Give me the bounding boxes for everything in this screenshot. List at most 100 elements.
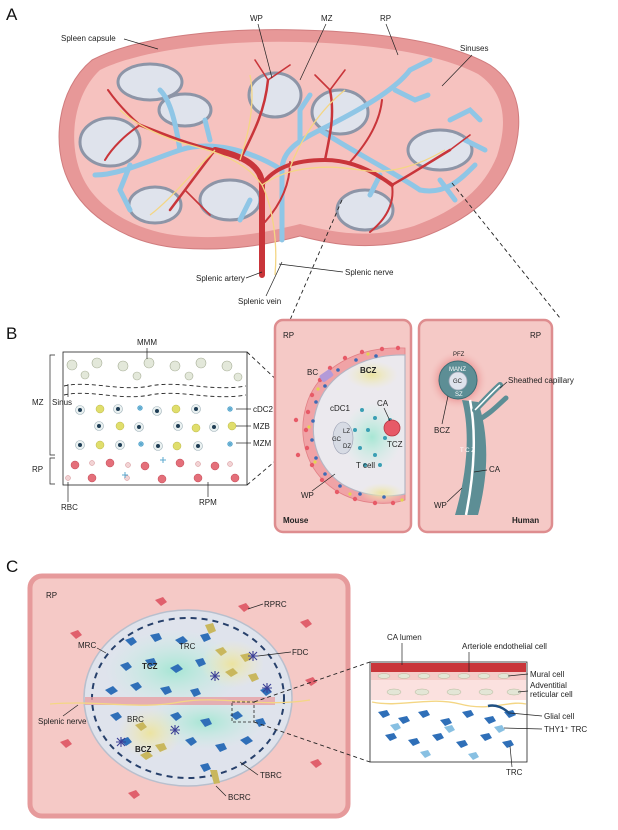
panel-a-letter: A [6, 5, 18, 24]
zoom-line-b1 [246, 351, 301, 403]
sz-label: SZ [455, 392, 463, 398]
panel-c-bcz-label: BCZ [135, 745, 152, 754]
human-tcz-sheath [455, 400, 487, 515]
splenic-nerve-label-a: Splenic nerve [345, 268, 394, 277]
brc-label: BRC [127, 715, 144, 724]
mz-label-a: MZ [321, 14, 333, 23]
mrc-label: MRC [78, 641, 96, 650]
human-bcz-label: BCZ [434, 426, 450, 435]
splenic-nerve-fibers [119, 74, 446, 276]
human-ca-label: CA [489, 465, 501, 474]
rprc-label: RPRC [264, 600, 287, 609]
white-pulp-nodules [78, 62, 474, 232]
splenic-artery-label: Splenic artery [196, 274, 245, 283]
mouse-ca-label: CA [377, 399, 389, 408]
mz-cells [75, 404, 237, 451]
sheathed-leader [499, 381, 508, 389]
inset-trc-leader [509, 745, 513, 768]
thy1-leader [503, 727, 543, 730]
splenic-vein-leader [265, 261, 283, 297]
tcell-label: T cell [356, 461, 375, 470]
cdc1-label: cDC1 [330, 404, 351, 413]
panel-c-fdc-cells [116, 651, 272, 747]
human-wp-panel: RP PFZ MANZ GC SZ Sheathed capillary BCZ… [417, 318, 574, 534]
panel-c-trc-cells [105, 633, 272, 772]
sinuses-leader [441, 54, 473, 87]
rp-label-b: RP [32, 465, 43, 474]
mural-leader [507, 673, 529, 677]
bc-label: BC [307, 368, 318, 377]
panel-b: B [6, 318, 574, 534]
cdc2-label: cDC2 [253, 405, 274, 414]
manz-label: MANZ [449, 367, 466, 373]
rp-label-a: RP [380, 14, 391, 23]
mzb-label: MZB [253, 422, 270, 431]
sheathed-label: Sheathed capillary [508, 376, 574, 385]
splenic-nerve-leader-a [278, 263, 344, 273]
mouse-mz-cells [293, 345, 404, 506]
mouse-wp-leader [311, 473, 336, 492]
mmm-label: MMM [137, 338, 157, 347]
mouse-rp-label: RP [283, 331, 294, 340]
bcrc-label: BCRC [228, 793, 251, 802]
rbc-label: RBC [61, 503, 78, 512]
rp-cells [65, 457, 240, 484]
zoom-box-c [231, 701, 255, 723]
sinuses-label: Sinuses [460, 44, 488, 53]
splenic-vein-label: Splenic vein [238, 297, 281, 306]
fdc-label: FDC [292, 648, 309, 657]
mrc-leader [96, 647, 107, 654]
tbrc-label: TBRC [260, 771, 282, 780]
human-gc-label: GC [453, 379, 463, 385]
human-rp-label: RP [530, 331, 541, 340]
rprc-leader [247, 603, 264, 610]
adventitial-label-2: reticular cell [530, 690, 573, 699]
thy1-label: THY1⁺ TRC [544, 725, 587, 734]
zoom-line-a1 [289, 199, 343, 321]
wp-label-a: WP [250, 14, 263, 23]
human-ca-leader [473, 469, 488, 473]
human-title: Human [512, 516, 539, 525]
panel-c-tcz-label: TCZ [142, 662, 158, 671]
mouse-tcz-label: TCZ [387, 440, 403, 449]
glial-cell-shape [487, 704, 511, 715]
mmm-cells [66, 357, 243, 382]
panel-c-nerve-leader [62, 704, 79, 717]
panel-c-bcz-cells [135, 623, 259, 784]
splenic-artery-leader [245, 271, 263, 279]
mouse-ca-icon [383, 419, 401, 437]
human-bcz-leader [441, 395, 449, 425]
adventitial-leader [517, 690, 529, 693]
panel-c-rp-label: RP [46, 591, 57, 600]
human-wp-label: WP [434, 501, 447, 510]
mz-leader-a [299, 23, 327, 81]
adventitial-label-1: Adventitial [530, 681, 567, 690]
mouse-bcz-label: BCZ [360, 366, 377, 375]
rpm-label: RPM [199, 498, 217, 507]
panel-c-rprc-cells [60, 597, 322, 799]
bcrc-leader [215, 785, 227, 797]
panel-c-inset: CA lumen Arteriole endothelial cell Mura… [369, 633, 587, 777]
mouse-gc-label: GC [332, 437, 342, 443]
pfz-label: PFZ [453, 352, 465, 358]
inset-trc-label: TRC [506, 768, 523, 777]
panel-c-trc-label: TRC [179, 642, 196, 651]
mz-label-b: MZ [32, 398, 44, 407]
glial-label: Glial cell [544, 712, 574, 721]
panel-b-letter: B [6, 324, 17, 343]
mouse-ca-leader [383, 407, 391, 422]
lz-label: LZ [343, 429, 350, 435]
wp-leader-a [257, 23, 273, 79]
mouse-wp-panel: RP BC BCZ CA cDC1 GC LZ DZ TCZ T cell WP… [273, 318, 413, 534]
fdc-leader [257, 651, 292, 657]
ca-lumen-label: CA lumen [387, 633, 422, 642]
rp-leader-a [385, 23, 399, 56]
mz-schematic: MMM Sinus cDC2 MZB MZM MZ RP RBC RPM [32, 338, 301, 512]
tbrc-leader [239, 761, 259, 776]
spleen-capsule-leader [123, 38, 159, 50]
panel-a: A [6, 5, 561, 321]
mz-bracket [49, 354, 55, 456]
sinus-wave-1 [63, 383, 247, 389]
endothelial-label: Arteriole endothelial cell [462, 642, 547, 651]
